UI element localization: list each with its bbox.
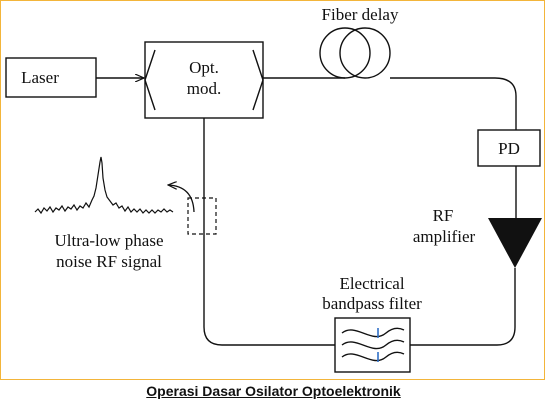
fiber-delay-label: Fiber delay <box>322 5 399 24</box>
optical-modulator-block: Opt. mod. <box>144 41 264 119</box>
modulator-label-line2: mod. <box>187 79 221 98</box>
electrical-loop-wire <box>203 118 516 346</box>
figure-caption: Operasi Dasar Osilator Optoelektronik <box>146 383 401 399</box>
photodiode-block: PD <box>477 129 541 167</box>
optical-fiber-path <box>263 77 517 130</box>
laser-label: Laser <box>21 68 59 87</box>
output-tap-arrow <box>168 185 195 213</box>
filter-label-line1: Electrical <box>339 274 404 293</box>
filter-label-line2: bandpass filter <box>322 294 422 313</box>
photodiode-label: PD <box>498 139 520 158</box>
laser-block: Laser <box>5 57 97 98</box>
rf-amplifier: RF amplifier <box>413 206 542 268</box>
output-coupler <box>168 185 217 235</box>
rf-amplifier-label-line2: amplifier <box>413 227 476 246</box>
rf-amplifier-label-line1: RF <box>433 206 454 225</box>
bandpass-filter-block: Electrical bandpass filter <box>322 274 422 373</box>
rf-spectrum-trace <box>34 156 174 215</box>
signal-label-line2: noise RF signal <box>56 252 162 271</box>
oeo-diagram: Laser Opt. mod. Fiber delay PD RF amplif… <box>5 5 542 373</box>
signal-label-line1: Ultra-low phase <box>54 231 163 250</box>
figure-frame <box>0 0 545 380</box>
fiber-delay-coil: Fiber delay <box>319 5 399 79</box>
modulator-label-line1: Opt. <box>189 58 219 77</box>
